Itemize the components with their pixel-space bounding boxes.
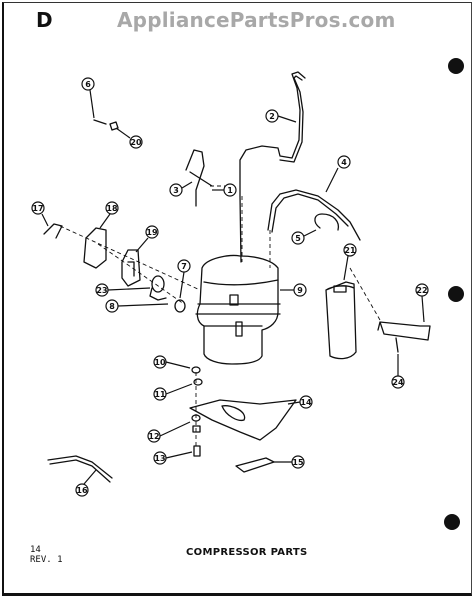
callout-14: 14 [287,395,313,409]
callout-label: 21 [344,246,356,255]
binder-hole-middle [448,286,464,302]
binder-hole-top [448,58,464,74]
callout-8: 8 [105,299,169,313]
callout-label: 10 [154,358,166,367]
capacitor-bracket [377,321,431,341]
terminal-part [151,275,165,293]
callout-label: 12 [148,432,159,441]
callout-label: 15 [292,458,304,467]
callout-18: 18 [99,201,119,229]
callout-label: 17 [32,204,43,213]
callout-label: 23 [96,286,107,295]
callout-label: 3 [173,186,179,195]
callout-6: 6 [81,77,95,119]
mounting-base [189,399,297,441]
callout-4: 4 [325,155,351,193]
compressor-shell [196,254,279,365]
callout-13: 13 [153,451,193,465]
diagram-prefix: D [36,8,53,32]
callout-22: 22 [415,283,429,323]
callout-17: 17 [31,201,49,227]
relay-cover [83,227,107,269]
run-capacitor [325,281,357,360]
process-tube [267,189,361,241]
power-cord [47,455,113,483]
page-number: 14 [30,545,41,555]
rubber-pad [235,457,275,473]
callout-9: 9 [280,283,307,297]
callout-7: 7 [177,259,191,299]
callout-label: 14 [300,398,312,407]
callout-label: 7 [181,262,187,271]
callout-19: 19 [135,225,159,253]
callout-11: 11 [153,383,193,401]
binder-hole-bottom [444,514,460,530]
callout-label: 2 [269,112,275,121]
callout-20: 20 [115,127,143,149]
callout-label: 19 [146,228,158,237]
callout-12: 12 [147,421,191,443]
callout-label: 24 [392,378,404,387]
callout-label: 11 [154,390,166,399]
wire-clip [43,223,63,239]
grommet-part [314,213,340,231]
callout-23: 23 [95,283,151,297]
callout-label: 9 [297,286,303,295]
overload-protector [121,249,141,287]
callout-label: 13 [154,454,165,463]
callout-label: 1 [227,186,233,195]
callout-10: 10 [153,355,191,369]
revision-label: REV. 1 [30,555,63,565]
mounting-bolt [93,119,119,131]
callout-21: 21 [343,243,357,281]
callout-3: 3 [169,181,193,197]
callout-15: 15 [274,455,305,469]
callout-label: 18 [106,204,118,213]
page-border [2,2,472,596]
callout-label: 6 [85,80,91,89]
diagram-title: COMPRESSOR PARTS [186,547,308,558]
callout-24: 24 [391,354,405,389]
callout-label: 8 [109,302,115,311]
callout-label: 22 [416,286,427,295]
callout-16: 16 [75,469,97,497]
callout-5: 5 [291,229,317,245]
callout-label: 16 [76,486,88,495]
callout-label: 20 [130,138,142,147]
callout-1: 1 [212,183,237,197]
callout-label: 5 [295,234,301,243]
callout-2: 2 [265,109,297,123]
watermark-text: AppliancePartsPros.com [117,8,396,32]
callout-label: 4 [341,158,347,167]
heater-clip [185,149,213,207]
